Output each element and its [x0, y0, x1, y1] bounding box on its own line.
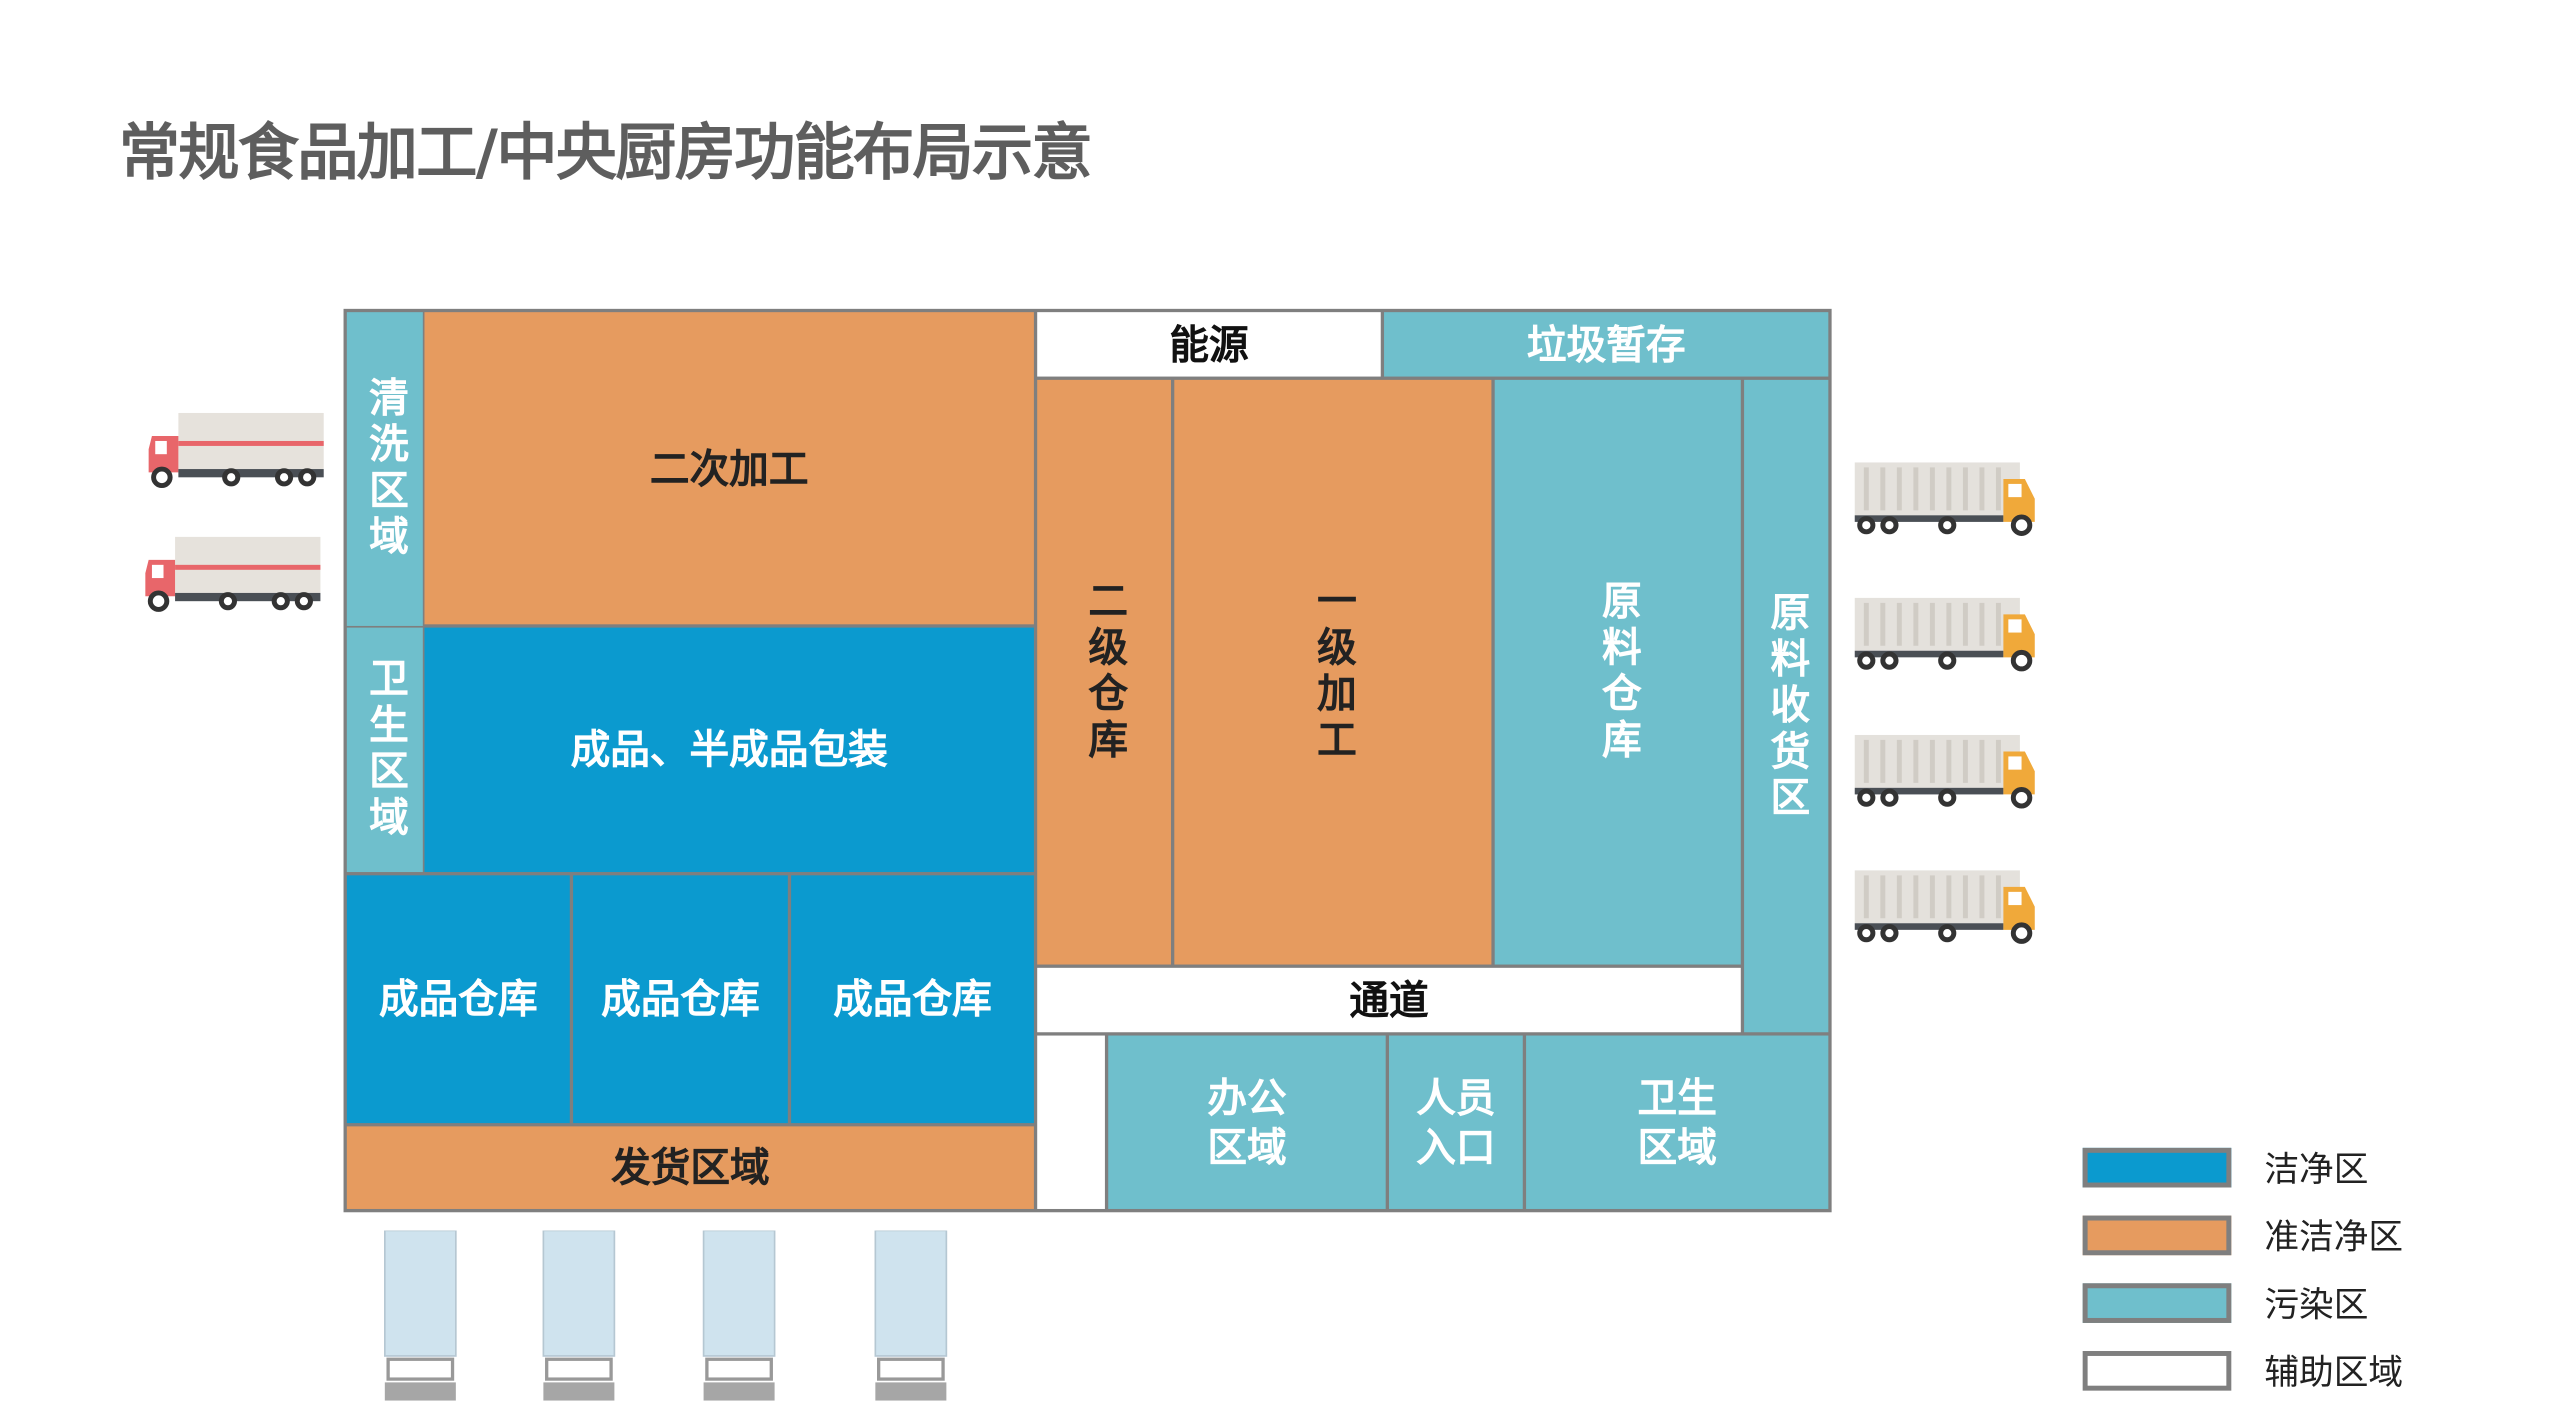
- legend-swatch: [2082, 1351, 2232, 1391]
- legend-label: 辅助区域: [2264, 1352, 2404, 1393]
- zone-raw-material-warehouse: 原料仓库: [1494, 379, 1741, 965]
- legend-item-contaminated: 污染区: [2082, 1278, 2369, 1328]
- zone-office-area: 办公区域: [1108, 1035, 1386, 1209]
- truck-icon: [1854, 462, 2035, 536]
- truck-icon: [1854, 597, 2035, 672]
- zone-staff-entrance: 人员入口: [1388, 1035, 1523, 1209]
- legend-label: 准洁净区: [2264, 1217, 2404, 1257]
- legend-swatch: [2082, 1215, 2232, 1256]
- zone-sanitary-left: 卫生区域: [346, 627, 423, 873]
- truck-icon: [145, 536, 321, 612]
- zone-finished-warehouse: 成品仓库: [346, 875, 570, 1124]
- zone-raw-material-receiving: 原料收货区: [1744, 379, 1829, 1033]
- zone-secondary-processing: 二次加工: [424, 312, 1034, 625]
- truck-icon: [148, 412, 324, 489]
- truck-icon: [1854, 734, 2035, 809]
- legend-swatch: [2082, 1147, 2232, 1188]
- legend-item-auxiliary: 辅助区域: [2082, 1346, 2404, 1396]
- legend-label: 洁净区: [2264, 1149, 2369, 1190]
- loading-dock-icon: [702, 1230, 776, 1401]
- legend-label: 污染区: [2264, 1284, 2369, 1325]
- loading-dock-icon: [874, 1230, 948, 1401]
- truck-icon: [1854, 870, 2035, 944]
- page-title: 常规食品加工/中央厨房功能布局示意: [118, 117, 1093, 189]
- zone-corridor: 通道: [1037, 967, 1741, 1033]
- zone-auxiliary-blank: [1037, 1035, 1105, 1209]
- zone-sanitary-right: 卫生区域: [1526, 1035, 1829, 1209]
- floor-plan: 清洗区域 卫生区域 二次加工 成品、半成品包装 成品仓库 成品仓库 成品仓库 发…: [343, 308, 1832, 1213]
- zone-finished-warehouse: 成品仓库: [791, 875, 1034, 1124]
- legend-item-semi-clean: 准洁净区: [2082, 1211, 2404, 1261]
- legend-swatch: [2082, 1283, 2232, 1323]
- zone-packaging: 成品、半成品包装: [424, 627, 1034, 873]
- zone-garbage-storage: 垃圾暂存: [1384, 312, 1829, 377]
- zone-finished-warehouse: 成品仓库: [573, 875, 788, 1124]
- legend-item-clean: 洁净区: [2082, 1143, 2369, 1193]
- zone-secondary-warehouse: 二级仓库: [1037, 379, 1171, 965]
- loading-dock-icon: [542, 1230, 616, 1401]
- zone-shipping-area: 发货区域: [346, 1126, 1034, 1209]
- zone-wash-area: 清洗区域: [346, 312, 423, 626]
- zone-energy: 能源: [1037, 312, 1381, 377]
- loading-dock-icon: [383, 1230, 457, 1401]
- zone-primary-processing: 一级加工: [1174, 379, 1492, 965]
